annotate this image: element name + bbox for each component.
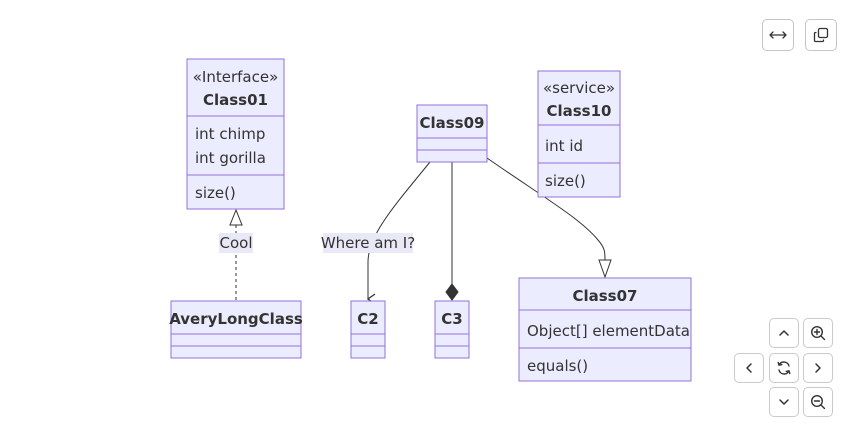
class-member: Object[] elementData <box>527 322 690 340</box>
edge-label-where-am-i: Where am I? <box>321 233 415 253</box>
relation-composition <box>445 162 459 301</box>
inheritance-line <box>486 157 606 261</box>
edge-label: Cool <box>220 234 253 252</box>
class-name: Class07 <box>572 287 637 305</box>
pan-down-button[interactable] <box>769 387 799 417</box>
pan-down-icon <box>778 396 790 408</box>
class-name: Class10 <box>546 102 611 120</box>
class-name: C3 <box>441 310 462 328</box>
class-node-class09[interactable]: Class09 <box>416 104 488 163</box>
relation-inheritance <box>486 157 612 279</box>
class-method: size() <box>545 172 586 190</box>
class-node-class01[interactable]: «Interface» Class01 int chimp int gorill… <box>186 58 285 210</box>
zoom-in-button[interactable] <box>803 318 833 348</box>
class-member: int chimp <box>195 125 265 143</box>
zoom-out-icon <box>810 394 826 410</box>
zoom-out-button[interactable] <box>803 387 833 417</box>
expand-horizontal-button[interactable] <box>762 19 794 51</box>
class-name: Class01 <box>203 91 268 109</box>
pan-right-icon <box>812 362 824 374</box>
class-stereotype: «service» <box>543 79 615 97</box>
class-node-averylongclass[interactable]: AveryLongClass <box>169 300 303 359</box>
pan-up-button[interactable] <box>769 318 799 348</box>
expand-horizontal-icon <box>769 29 787 41</box>
class-member: int id <box>545 137 583 155</box>
copy-button[interactable] <box>805 19 837 51</box>
class-name: Class09 <box>419 114 484 132</box>
class-node-c2[interactable]: C2 <box>350 300 386 359</box>
realization-arrowhead <box>229 208 243 226</box>
pan-up-icon <box>778 327 790 339</box>
copy-icon <box>813 27 829 43</box>
reset-icon <box>776 360 792 376</box>
zoom-in-icon <box>810 325 826 341</box>
class-node-class10[interactable]: «service» Class10 int id size() <box>537 70 621 198</box>
pan-right-button[interactable] <box>803 353 833 383</box>
association-line <box>366 161 431 305</box>
class-stereotype: «Interface» <box>193 68 279 86</box>
class-node-class07[interactable]: Class07 Object[] elementData equals() <box>518 277 692 382</box>
inheritance-arrowhead <box>598 259 612 279</box>
edge-label-cool: Cool <box>219 233 253 253</box>
edge-label: Where am I? <box>321 234 415 252</box>
relation-association <box>366 161 431 305</box>
class-method: size() <box>195 184 236 202</box>
class-name: AveryLongClass <box>169 310 303 328</box>
reset-view-button[interactable] <box>769 353 799 383</box>
pan-left-icon <box>743 362 755 374</box>
composition-diamond <box>445 283 459 301</box>
pan-left-button[interactable] <box>734 353 764 383</box>
class-name: C2 <box>357 310 378 328</box>
class-member: int gorilla <box>195 149 266 167</box>
class-method: equals() <box>527 357 588 375</box>
relation-realization <box>229 208 243 300</box>
class-node-c3[interactable]: C3 <box>434 300 470 359</box>
